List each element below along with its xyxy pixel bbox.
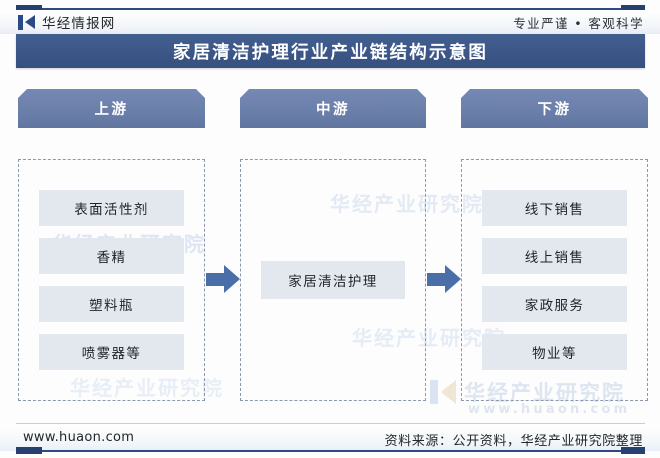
arrow-upstream-to-midstream-icon bbox=[206, 265, 240, 293]
watermark-tile: 华经产业研究院 bbox=[330, 192, 484, 216]
item-label: 线上销售 bbox=[524, 250, 585, 266]
column-items-upstream: 表面活性剂 香精 塑料瓶 喷雾器等 bbox=[19, 160, 204, 400]
brand: 华经情报网 bbox=[18, 12, 116, 32]
chart-title-bar: 家居清洁护理行业产业链结构示意图 bbox=[16, 34, 645, 68]
list-item: 塑料瓶 bbox=[39, 286, 184, 322]
watermark-logo-icon bbox=[430, 380, 456, 404]
item-label: 家政服务 bbox=[524, 298, 585, 314]
item-label: 塑料瓶 bbox=[89, 298, 134, 314]
list-item: 喷雾器等 bbox=[39, 334, 184, 370]
column-header-upstream: 上游 bbox=[18, 89, 205, 128]
list-item: 线下销售 bbox=[482, 190, 627, 226]
bottom-rule-right-cap bbox=[621, 447, 645, 454]
column-header-label: 中游 bbox=[316, 102, 350, 118]
list-item: 线上销售 bbox=[482, 238, 627, 274]
footer-divider-rule bbox=[16, 423, 645, 424]
brand-tagline: 专业严谨 • 客观科学 bbox=[513, 16, 644, 31]
top-rule-left-cap bbox=[16, 5, 42, 12]
huaon-logo-icon bbox=[18, 14, 35, 30]
column-items-downstream: 线下销售 线上销售 家政服务 物业等 bbox=[462, 160, 647, 400]
arrow-midstream-to-downstream-icon bbox=[427, 265, 461, 293]
item-label: 线下销售 bbox=[524, 202, 585, 218]
page-title: 家居清洁护理行业产业链结构示意图 bbox=[172, 42, 489, 63]
list-item: 家政服务 bbox=[482, 286, 627, 322]
list-item: 香精 bbox=[39, 238, 184, 274]
bottom-divider-rule bbox=[16, 450, 645, 452]
item-label: 喷雾器等 bbox=[81, 346, 142, 362]
list-item: 家居清洁护理 bbox=[261, 261, 405, 299]
column-header-label: 上游 bbox=[94, 102, 129, 118]
footer-bar bbox=[0, 424, 660, 451]
brand-name: 华经情报网 bbox=[42, 16, 116, 32]
watermark-url: www.huaon.com bbox=[468, 402, 631, 417]
watermark-tile: 华经产业研究院 bbox=[70, 376, 224, 400]
column-header-downstream: 下游 bbox=[461, 89, 648, 128]
item-label: 物业等 bbox=[532, 346, 577, 362]
watermark-tile: 华经产业研究院 bbox=[352, 326, 506, 350]
footer-url: www.huaon.com bbox=[23, 430, 135, 445]
column-body-downstream: 线下销售 线上销售 家政服务 物业等 bbox=[461, 159, 648, 401]
footer-source: 资料来源：公开资料，华经产业研究院整理 bbox=[384, 434, 643, 449]
column-body-midstream: 家居清洁护理 bbox=[240, 159, 426, 401]
brand-header-bar bbox=[0, 10, 660, 34]
column-header-label: 下游 bbox=[537, 102, 572, 118]
top-rule-right-cap bbox=[621, 5, 645, 12]
item-label: 表面活性剂 bbox=[74, 202, 149, 218]
item-label: 香精 bbox=[96, 250, 127, 266]
item-label: 家居清洁护理 bbox=[288, 274, 378, 290]
column-items-midstream: 家居清洁护理 bbox=[241, 160, 425, 400]
watermark-brand: 华经产业研究院 bbox=[430, 377, 625, 407]
list-item: 表面活性剂 bbox=[39, 190, 184, 226]
watermark-brand-text: 华经产业研究院 bbox=[464, 381, 625, 405]
list-item: 物业等 bbox=[482, 334, 627, 370]
column-header-midstream: 中游 bbox=[240, 89, 426, 128]
column-body-upstream: 表面活性剂 香精 塑料瓶 喷雾器等 bbox=[18, 159, 205, 401]
top-divider-rule bbox=[16, 8, 645, 10]
bottom-rule-left-cap bbox=[16, 447, 42, 454]
